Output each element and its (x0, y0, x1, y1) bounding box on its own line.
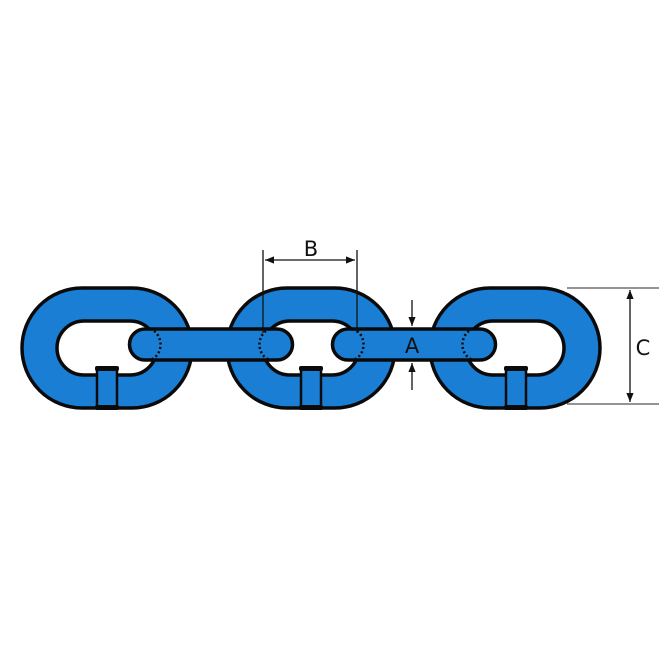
chain-link-3 (428, 286, 602, 410)
weld-mark (504, 366, 528, 410)
dimension-b: B (262, 237, 358, 333)
dimension-c: C (567, 287, 659, 405)
dimension-a-label: A (405, 334, 420, 358)
dimension-a: A (405, 300, 420, 390)
edge-link-2 (330, 327, 498, 362)
chain-link-1 (20, 286, 194, 410)
edge-link-1 (127, 327, 295, 362)
dimension-c-label: C (636, 336, 651, 360)
weld-mark (95, 366, 119, 410)
dimension-b-label: B (304, 237, 318, 261)
weld-mark (299, 366, 323, 410)
